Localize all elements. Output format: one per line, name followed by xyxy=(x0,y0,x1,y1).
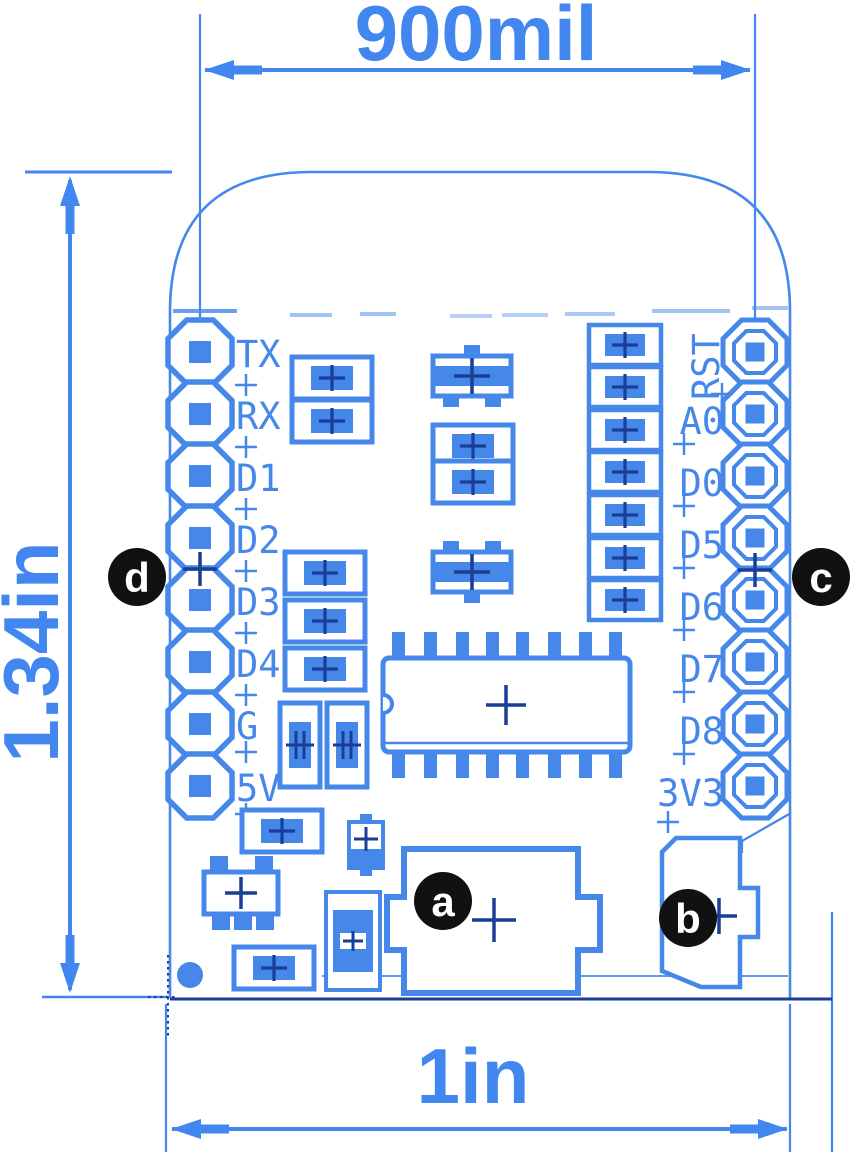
button-top xyxy=(430,345,514,407)
arrowhead-left xyxy=(204,60,262,80)
pin-label-d4: D4 xyxy=(236,643,281,686)
resistor xyxy=(292,400,372,442)
marker-b-label: b xyxy=(675,895,701,942)
antenna-traces xyxy=(173,306,788,318)
resistor-vertical xyxy=(280,703,320,787)
pin-pad xyxy=(723,444,787,508)
pin-label-d7: D7 xyxy=(679,648,724,691)
pin-header-left xyxy=(168,320,232,818)
pin-label-tx: TX xyxy=(236,333,281,376)
diode xyxy=(347,814,385,876)
arrowhead-up xyxy=(60,176,80,234)
pin-label-d0: D0 xyxy=(679,462,724,505)
pin-labels-right: RST A0 D0 D5 D6 D7 D8 3V3 xyxy=(655,333,735,835)
pin-label-rx: RX xyxy=(236,395,281,438)
transistor xyxy=(201,856,281,930)
resistor xyxy=(589,495,661,535)
dimension-bottom: 1in xyxy=(164,912,834,1152)
pin-pad xyxy=(168,692,232,756)
resistor xyxy=(589,367,661,407)
arrowhead-down xyxy=(60,935,80,993)
pin-pad xyxy=(723,692,787,756)
usb-connector xyxy=(384,846,603,996)
pin-label-d6: D6 xyxy=(679,586,724,629)
board-outline xyxy=(168,170,792,998)
ic-chip xyxy=(380,632,633,778)
pin-label-a0: A0 xyxy=(679,400,724,443)
pin-label-d5: D5 xyxy=(679,524,724,567)
marker-b-circle xyxy=(659,889,717,947)
pin-pad xyxy=(723,630,787,694)
antenna-trace xyxy=(752,306,788,310)
marker-d-circle xyxy=(108,548,166,606)
pin-pad xyxy=(723,320,787,384)
pin-label-d3: D3 xyxy=(236,581,281,624)
antenna-trace xyxy=(290,313,332,317)
antenna-trace xyxy=(450,314,492,318)
corner-dot xyxy=(177,962,203,988)
markers: a b c d xyxy=(108,548,850,947)
pin-pad xyxy=(168,320,232,384)
pin-label-d8: D8 xyxy=(679,710,724,753)
pin-label-d2: D2 xyxy=(236,519,281,562)
resistor xyxy=(589,538,661,578)
resistor xyxy=(589,580,661,620)
marker-c-label: c xyxy=(809,554,832,601)
marker-c-circle xyxy=(792,548,850,606)
ic-center-cross xyxy=(486,685,526,725)
resistor-vertical xyxy=(327,703,367,787)
dimension-top-label: 900mil xyxy=(355,0,598,77)
marker-b: b xyxy=(659,889,717,947)
resistor xyxy=(589,325,661,365)
resistor xyxy=(433,461,513,503)
arrowhead-right xyxy=(693,60,751,80)
corner-origin-marks xyxy=(148,955,176,1038)
antenna-trace xyxy=(173,309,237,313)
antenna-trace xyxy=(565,312,615,316)
resistor xyxy=(589,410,661,450)
pin-pad xyxy=(168,382,232,446)
resistor xyxy=(285,552,365,594)
resistor xyxy=(285,600,365,642)
pin-labels-left: TX RX D1 D2 D3 D4 G 5V xyxy=(233,333,281,827)
marker-c: c xyxy=(792,548,850,606)
ic-pins xyxy=(392,632,622,778)
marker-d: d xyxy=(108,548,166,606)
pin-pad xyxy=(168,630,232,694)
resistor xyxy=(242,810,322,852)
marker-a-circle xyxy=(414,872,472,930)
pin-pad xyxy=(723,382,787,446)
dimension-top: 900mil xyxy=(198,0,757,570)
arrowhead-right xyxy=(730,1119,788,1139)
pin-pad xyxy=(723,754,787,818)
marker-a: a xyxy=(414,872,472,930)
dimension-left-label: 1.34in xyxy=(0,541,75,762)
resistor xyxy=(292,357,372,399)
pin-label-g: G xyxy=(236,705,258,748)
resistor xyxy=(589,452,661,492)
resistor xyxy=(285,648,365,690)
resistor xyxy=(234,947,314,989)
antenna-trace xyxy=(502,313,548,317)
arrowhead-left xyxy=(171,1119,229,1139)
pin-label-3v3: 3V3 xyxy=(657,772,724,815)
marker-d-label: d xyxy=(124,554,150,601)
pin-label-5v: 5V xyxy=(236,767,281,810)
pin-pad xyxy=(168,444,232,508)
ic-notch xyxy=(382,693,394,715)
pin-pad xyxy=(168,754,232,818)
capacitor xyxy=(324,890,382,992)
marker-a-label: a xyxy=(431,878,455,925)
components xyxy=(177,325,761,996)
button-bottom xyxy=(430,541,514,603)
dimension-left: 1.34in xyxy=(0,170,172,999)
dimension-bottom-label: 1in xyxy=(417,1032,530,1120)
pin-label-d1: D1 xyxy=(236,457,281,500)
usb-cross xyxy=(472,898,516,942)
antenna-trace xyxy=(360,312,396,316)
antenna-trace xyxy=(652,309,730,313)
